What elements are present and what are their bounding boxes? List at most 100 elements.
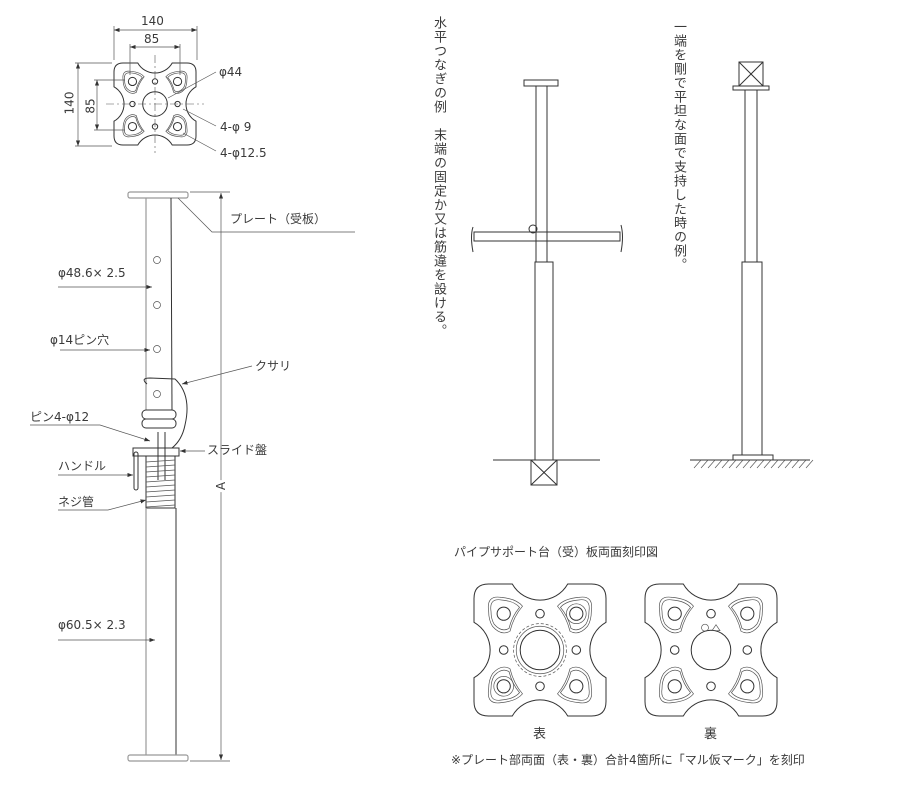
label-back: 裏 <box>704 727 718 742</box>
small-hole <box>535 608 545 619</box>
corner-boss-outer <box>557 666 593 704</box>
corner-boss-outer <box>557 596 593 634</box>
hatch-line <box>749 459 758 469</box>
collar-coil <box>141 409 177 480</box>
plate-top-view <box>75 26 217 153</box>
dim-label-140-width: 140 <box>141 14 164 28</box>
label-center-hole: φ44 <box>219 65 243 79</box>
small-hole <box>571 645 582 655</box>
corner-boss-outer <box>728 666 764 704</box>
label-upper-pipe: φ48.6× 2.5 <box>58 266 126 280</box>
corner-boss-outer <box>487 666 523 704</box>
pipe-support-side-view <box>30 191 355 762</box>
clamp <box>528 224 538 234</box>
corner-boss <box>167 116 186 136</box>
plate-outline <box>106 55 204 153</box>
corner-hole <box>172 76 183 87</box>
hatch-line <box>784 459 793 469</box>
stamp-mark-triangle <box>711 624 721 632</box>
corner-hole <box>172 121 183 132</box>
lower-pipe <box>741 261 763 456</box>
center-hole <box>519 629 561 671</box>
screw-thread <box>145 455 176 509</box>
leader-screw-pipe <box>58 499 147 511</box>
corner-hole <box>740 679 755 694</box>
corner-boss <box>730 599 761 631</box>
thread-line <box>145 459 176 463</box>
hatch-line <box>721 459 730 469</box>
handle <box>133 451 139 491</box>
label-height-a: A <box>214 479 229 493</box>
hatch-line <box>735 459 744 469</box>
plate-back <box>644 583 778 717</box>
stamp-mark <box>701 623 709 632</box>
corner-boss <box>490 599 521 631</box>
hatch-line <box>700 459 709 469</box>
hatch-line <box>756 459 765 469</box>
corner-boss-outer <box>487 596 523 634</box>
horizontal-tie-pipe <box>473 231 621 242</box>
corner-hole <box>667 606 682 621</box>
label-pin: ピン4-φ12 <box>30 410 90 424</box>
slide-plate <box>132 447 180 457</box>
corner-hole <box>569 606 584 621</box>
ring-dashed <box>513 623 567 677</box>
hatch-line <box>714 459 723 469</box>
corner-boss <box>730 669 761 701</box>
hatch-line <box>693 459 702 469</box>
pin-hole <box>153 345 161 353</box>
thread-line <box>145 504 176 508</box>
leader-corner-holes <box>182 132 217 152</box>
corner-boss-outer <box>658 666 694 704</box>
pin-hole <box>153 256 161 264</box>
label-screw-pipe: ネジ管 <box>58 495 95 509</box>
hatch-line <box>798 459 807 469</box>
corner-hole <box>740 606 755 621</box>
ring <box>515 625 565 675</box>
hatch-line <box>728 459 737 469</box>
hatch-line <box>791 459 800 469</box>
label-pin-hole: φ14ピン穴 <box>50 333 110 347</box>
upper-pipe <box>535 85 548 263</box>
upper-pipe <box>170 197 173 411</box>
engraving-title: パイプサポート台（受）板両面刻印図 <box>454 545 659 559</box>
corner-boss-outer <box>658 596 694 634</box>
horizontal-tie-example <box>471 79 623 486</box>
plate-outline <box>644 583 778 717</box>
dim-label-85-height: 85 <box>83 98 98 114</box>
small-hole <box>535 681 545 692</box>
corner-boss <box>559 669 590 701</box>
leader-chain <box>181 365 253 385</box>
small-hole <box>498 645 509 655</box>
label-plate: プレート（受板） <box>230 212 327 226</box>
dim-label-140-height: 140 <box>62 91 77 115</box>
label-lower-pipe: φ60.5× 2.3 <box>58 618 126 632</box>
hatch-line <box>770 459 779 469</box>
thread-line <box>145 494 176 498</box>
label-slide-plate: スライド盤 <box>207 443 268 457</box>
top-plate <box>523 79 559 87</box>
rigid-support-example <box>690 61 814 469</box>
corner-boss-outer <box>165 70 188 94</box>
corner-boss-outer <box>122 114 145 138</box>
leader-small-holes <box>182 108 217 127</box>
pin-holes <box>153 256 161 398</box>
top-plate <box>732 85 770 91</box>
pin-hole <box>153 301 161 309</box>
center-hole <box>690 629 732 671</box>
dim-label-85-width: 85 <box>144 32 160 46</box>
corner-boss <box>124 72 143 92</box>
corner-boss-outer <box>122 70 145 94</box>
small-hole <box>706 608 716 619</box>
plate-outline <box>473 583 607 717</box>
corner-boss <box>661 599 692 631</box>
corner-hole <box>667 679 682 694</box>
fixed-base-box <box>530 459 558 486</box>
label-chain: クサリ <box>255 359 292 373</box>
stamp-mark <box>493 676 514 697</box>
corner-boss-outer <box>165 114 188 138</box>
caption-horizontal-tie: 水平つなぎの例 末端の固定か又は筋違を設ける。 <box>431 16 446 338</box>
engraving-note: ※プレート部両面（表・裏）合計4箇所に「マル仮マーク」を刻印 <box>451 753 805 767</box>
